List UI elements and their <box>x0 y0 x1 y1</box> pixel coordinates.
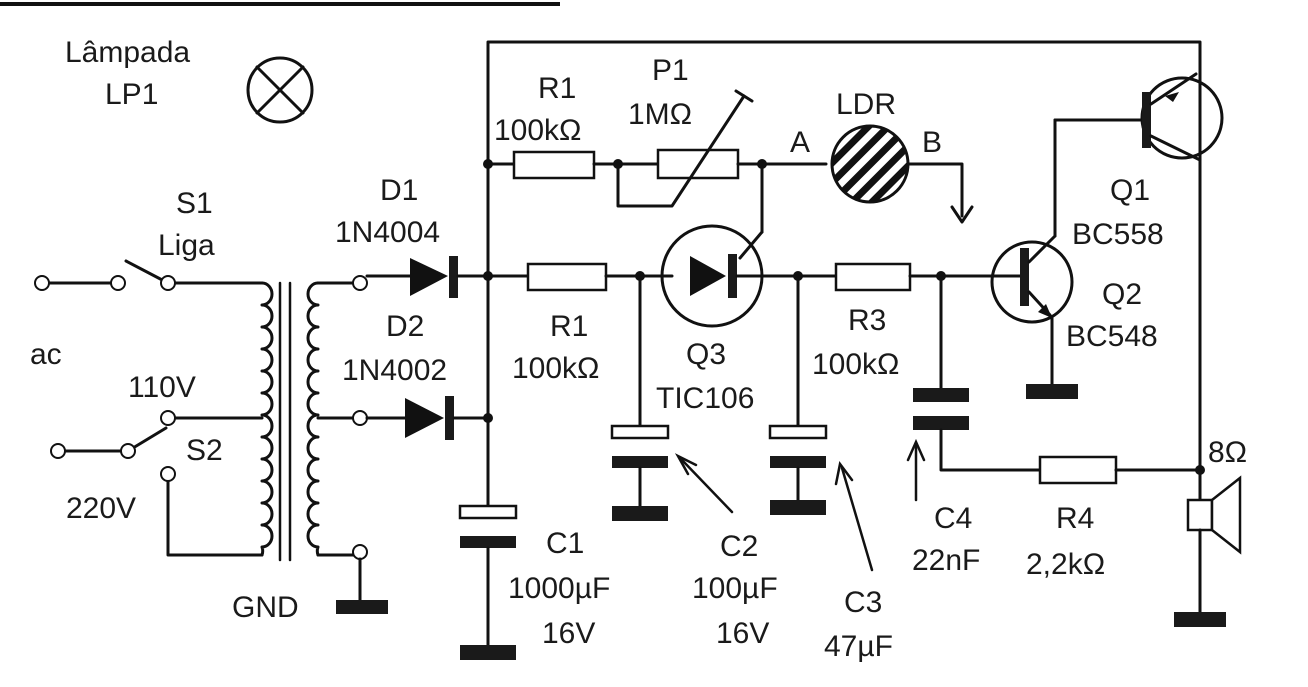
r4-val-label: 2,2kΩ <box>1026 548 1105 581</box>
c4-ref-label: C4 <box>934 502 972 535</box>
d2-ref-label: D2 <box>386 310 424 343</box>
c2-arrow <box>674 453 734 514</box>
q1-part-label: BC558 <box>1072 218 1164 251</box>
s1-ref-label: S1 <box>176 187 213 220</box>
r1-top-ref-label: R1 <box>538 72 576 105</box>
c4-arrow <box>906 438 926 502</box>
c4-val-label: 22nF <box>912 544 980 577</box>
p1-val-label: 1MΩ <box>628 98 692 131</box>
v110-label: 110V <box>128 371 196 404</box>
v220-label: 220V <box>66 492 136 525</box>
switch-s2 <box>50 410 264 557</box>
c1-v-label: 16V <box>542 617 595 650</box>
capacitor-c1 <box>458 504 518 660</box>
capacitor-c3 <box>768 274 828 515</box>
ldr-b-label: B <box>922 126 942 159</box>
c3-val-label: 47µF <box>824 630 893 663</box>
r1-mid-ref-label: R1 <box>550 310 588 343</box>
c2-val-label: 100µF <box>692 572 778 605</box>
lamp-title-label: Lâmpada <box>65 36 190 69</box>
d2-part-label: 1N4002 <box>342 354 447 387</box>
q2-part-label: BC548 <box>1066 320 1158 353</box>
transformer <box>260 275 368 562</box>
diode-d2 <box>365 396 490 440</box>
q2-ref-label: Q2 <box>1102 278 1142 311</box>
r3-val-label: 100kΩ <box>812 348 899 381</box>
c2-ref-label: C2 <box>720 530 758 563</box>
ldr-label: LDR <box>836 88 896 121</box>
ground-gnd <box>336 557 388 614</box>
s2-ref-label: S2 <box>186 434 223 467</box>
switch-s1 <box>34 259 264 291</box>
r1-mid-val-label: 100kΩ <box>512 352 599 385</box>
resistor-r1-top <box>512 150 660 180</box>
c3-ref-label: C3 <box>844 586 882 619</box>
transistor-q2 <box>990 118 1144 399</box>
s1-name-label: Liga <box>158 229 215 262</box>
ac-label: ac <box>30 338 62 371</box>
r3-ref-label: R3 <box>848 304 886 337</box>
scr-q3 <box>660 162 838 328</box>
resistor-r3 <box>834 262 1012 292</box>
ldr <box>830 124 974 224</box>
resistor-r1-mid <box>526 262 674 292</box>
capacitor-c4 <box>913 274 1042 472</box>
lamp-lp1 <box>246 56 314 124</box>
capacitor-c2 <box>610 274 670 521</box>
lamp-ref-label: LP1 <box>105 78 158 111</box>
c1-ref-label: C1 <box>546 527 584 560</box>
gnd-label: GND <box>232 591 299 624</box>
c2-v-label: 16V <box>716 617 769 650</box>
ldr-a-label: A <box>790 126 810 159</box>
r4-ref-label: R4 <box>1056 502 1094 535</box>
q1-ref-label: Q1 <box>1110 174 1150 207</box>
p1-ref-label: P1 <box>652 54 689 87</box>
q3-part-label: TIC106 <box>656 382 754 415</box>
r1-top-val-label: 100kΩ <box>494 114 581 147</box>
c1-val-label: 1000µF <box>508 572 610 605</box>
resistor-r4 <box>1038 455 1202 485</box>
q3-ref-label: Q3 <box>686 338 726 371</box>
speaker-impedance-label: 8Ω <box>1208 436 1247 469</box>
transistor-q1 <box>1140 72 1224 472</box>
c3-arrow <box>834 461 874 572</box>
supply-rails <box>483 40 1202 510</box>
speaker <box>1174 465 1242 627</box>
d1-ref-label: D1 <box>380 174 418 207</box>
diode-d1 <box>365 256 490 298</box>
d1-part-label: 1N4004 <box>335 216 440 249</box>
potentiometer-p1 <box>616 89 828 208</box>
